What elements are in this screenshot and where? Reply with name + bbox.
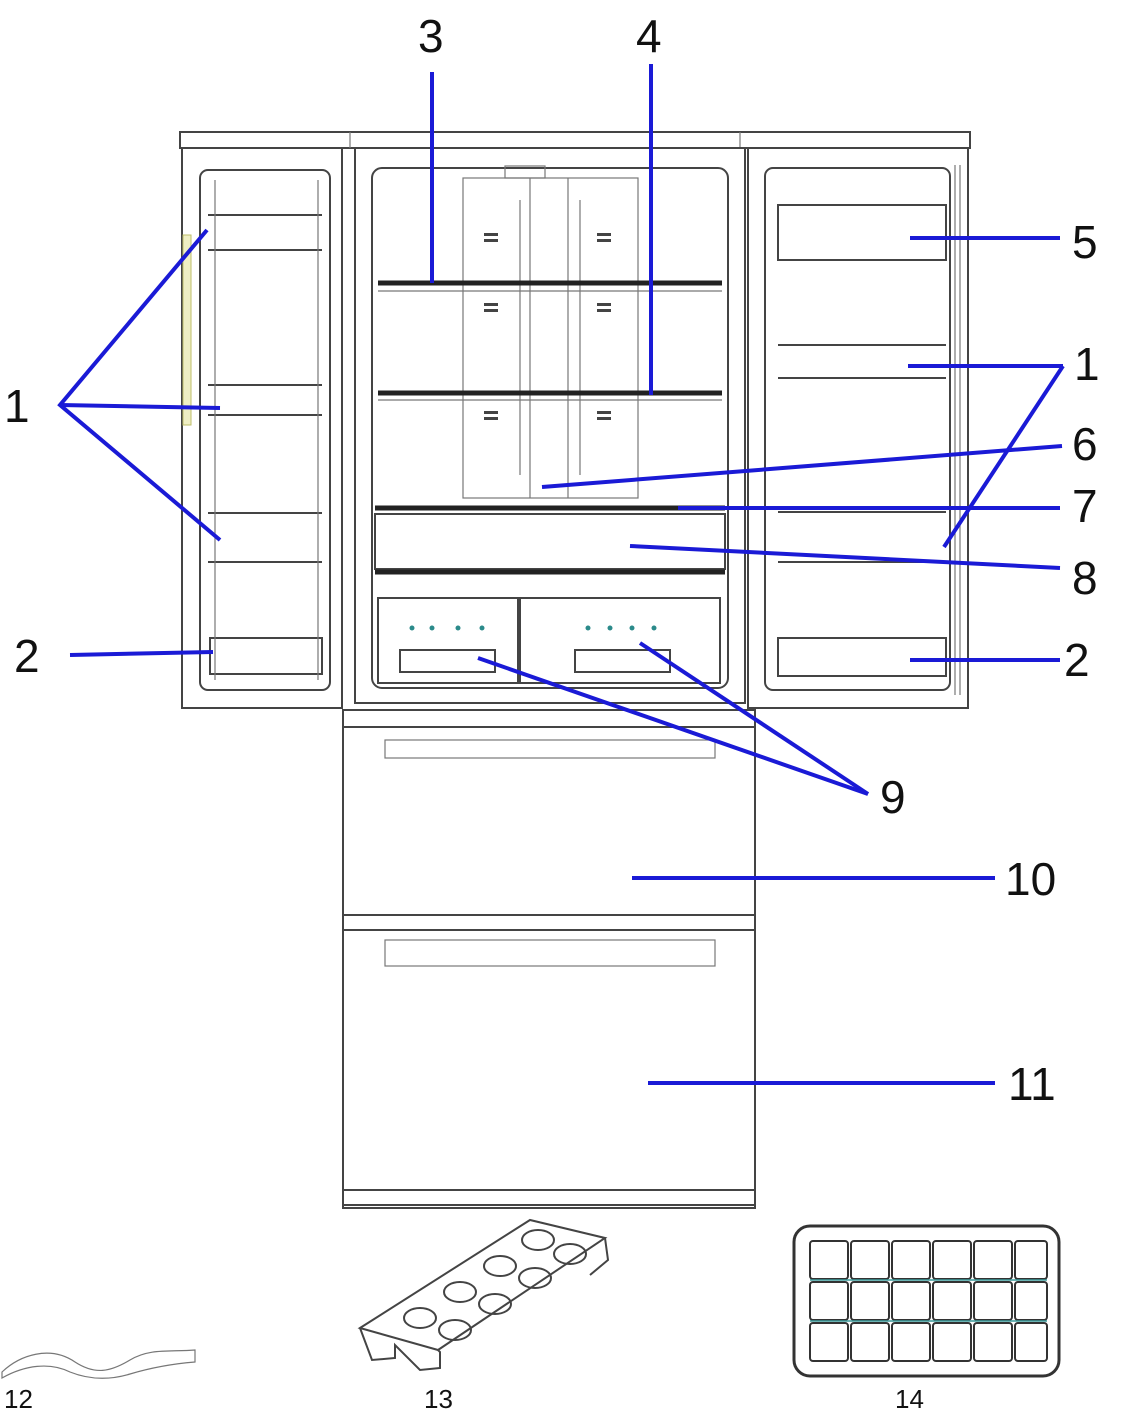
callout-8: 8 [1072, 552, 1098, 604]
accessory-label-14: 14 [895, 1384, 924, 1414]
callout-4: 4 [636, 10, 662, 62]
egg-tray-illustration [357, 1218, 610, 1372]
leader-6 [541, 444, 1063, 489]
freezer-drawers [342, 709, 756, 1209]
right-door [747, 147, 969, 709]
callout-6: 6 [1072, 418, 1098, 470]
callout-11: 11 [1008, 1058, 1056, 1110]
callout-2-left: 2 [14, 630, 40, 682]
callout-2-right: 2 [1064, 634, 1090, 686]
leader-9b [638, 641, 870, 796]
leader-8 [629, 544, 1061, 570]
accessory-label-13: 13 [424, 1384, 453, 1414]
callout-5: 5 [1072, 216, 1098, 268]
callout-1-left: 1 [4, 380, 30, 432]
leader-2-left [69, 650, 214, 657]
leader-9a [477, 656, 869, 796]
callout-3: 3 [418, 10, 444, 62]
callout-9: 9 [880, 771, 906, 823]
ice-tray-illustration [792, 1224, 1061, 1378]
refrigerator-illustration [179, 131, 971, 1209]
leader-1-left [57, 228, 222, 542]
fridge-compartment [354, 147, 746, 704]
leader-lines [57, 64, 1065, 1085]
callout-7: 7 [1072, 480, 1098, 532]
accessory-12-illustration [1, 1349, 196, 1380]
left-door [181, 147, 343, 709]
accessory-label-12: 12 [4, 1384, 33, 1414]
leader-1-left-mid [59, 403, 221, 410]
leader-1-right-b [942, 364, 1065, 549]
callout-labels: 1 1 2 2 3 4 5 6 7 8 9 10 11 12 13 14 [4, 10, 1100, 1414]
callout-1-right: 1 [1074, 338, 1100, 390]
callout-10: 10 [1005, 853, 1056, 905]
